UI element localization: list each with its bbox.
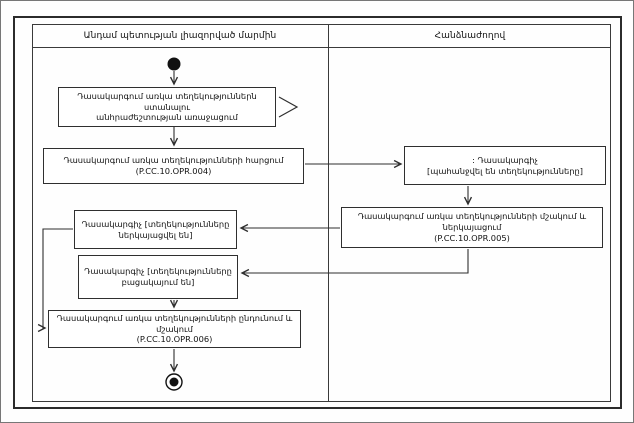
swimlane-frame [32,24,611,402]
swimlane-header-authorized-body: Անդամ պետության լիազորված մարմին [32,24,328,48]
node-text-line: Դասակարգիչ [տեղեկությունները [84,266,232,277]
node-text-line: Դասակարգում առկա տեղեկությունների ընդուն… [56,312,293,334]
node-text-line: Դասակարգում առկա տեղեկություններն ստանալ… [77,90,257,112]
node-text-line: ներկայացվել են] [118,229,193,240]
action-information-request: Դասակարգում առկա տեղեկությունների հարցու… [43,148,304,184]
action-receive-and-process: Դասակարգում առկա տեղեկությունների ընդուն… [48,310,301,348]
diagram-outer-border [13,16,622,409]
swimlane-separator [328,48,329,402]
swimlane-header-commission: Հանձնաժողով [328,24,611,48]
object-classifier-requested: : Դասակարգիչ [պահանջվել են տեղեկությունն… [404,146,606,185]
node-text-line: Դասակարգում առկա տեղեկությունների մշակու… [357,211,587,233]
node-text-line: (P.CC.10.OPR.004) [135,166,212,176]
node-text-line: (P.CC.10.OPR.006) [136,334,213,345]
node-text-line: Դասակարգիչ [տեղեկությունները [81,218,230,229]
node-text-line: (P.CC.10.OPR.005) [434,232,510,243]
lane-title-left: Անդամ պետության լիազորված մարմին [83,30,277,41]
action-need-for-information: Դասակարգում առկա տեղեկություններն ստանալ… [58,87,276,127]
node-text-line: [պահանջվել են տեղեկությունները] [427,165,583,176]
node-text-line: Դասակարգում առկա տեղեկությունների հարցու… [63,155,284,166]
object-classifier-presented: Դասակարգիչ [տեղեկությունները ներկայացվել… [74,210,237,249]
node-text-line: : Դասակարգիչ [472,154,538,165]
action-process-and-present: Դասակարգում առկա տեղեկությունների մշակու… [341,207,603,248]
object-classifier-absent: Դասակարգիչ [տեղեկությունները բացակայում … [78,255,238,299]
node-text-line: անհրաժեշտության առաջացում [96,112,238,123]
lane-title-right: Հանձնաժողով [434,30,506,41]
node-text-line: բացակայում են] [121,277,195,287]
